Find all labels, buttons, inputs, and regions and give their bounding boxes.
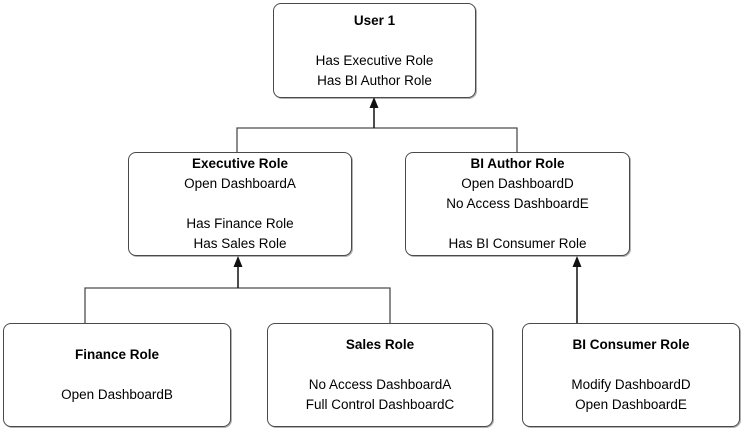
node-line: Has Executive Role	[315, 52, 434, 68]
node-user1: User 1 Has Executive Role Has BI Author …	[273, 3, 476, 98]
node-line: Modify DashboardD	[571, 377, 691, 392]
node-title: BI Consumer Role	[572, 337, 690, 352]
node-title: User 1	[353, 12, 396, 28]
node-line: Open DashboardA	[184, 176, 296, 191]
node-title: Executive Role	[191, 156, 289, 171]
node-title: Finance Role	[74, 347, 160, 362]
arrowhead-up-icon	[233, 256, 243, 267]
node-line: Has BI Consumer Role	[448, 236, 587, 251]
node-sales-role: Sales Role No Access DashboardA Full Con…	[267, 323, 493, 427]
node-title: Sales Role	[345, 337, 415, 352]
node-line: Has Sales Role	[193, 236, 287, 251]
node-title: BI Author Role	[470, 156, 565, 171]
node-line: Has BI Author Role	[317, 72, 432, 88]
node-finance-role: Finance Role Open DashboardB	[3, 323, 231, 427]
node-bi-consumer-role: BI Consumer Role Modify DashboardD Open …	[522, 323, 740, 427]
node-line: Open DashboardB	[61, 387, 173, 402]
node-line: Open DashboardE	[575, 397, 687, 412]
node-line: No Access DashboardE	[446, 196, 589, 211]
arrowhead-up-icon	[572, 256, 582, 267]
node-executive-role: Executive Role Open DashboardA Has Finan…	[128, 152, 352, 256]
node-bi-author-role: BI Author Role Open DashboardD No Access…	[405, 152, 630, 256]
node-line: Full Control DashboardC	[305, 397, 455, 412]
arrowhead-up-icon	[369, 97, 379, 108]
connector-children-to-user1	[236, 127, 518, 152]
node-line: Open DashboardD	[461, 176, 574, 191]
connector-children-to-executive	[84, 287, 391, 323]
node-line: No Access DashboardA	[308, 377, 452, 392]
node-line: Has Finance Role	[186, 216, 294, 231]
